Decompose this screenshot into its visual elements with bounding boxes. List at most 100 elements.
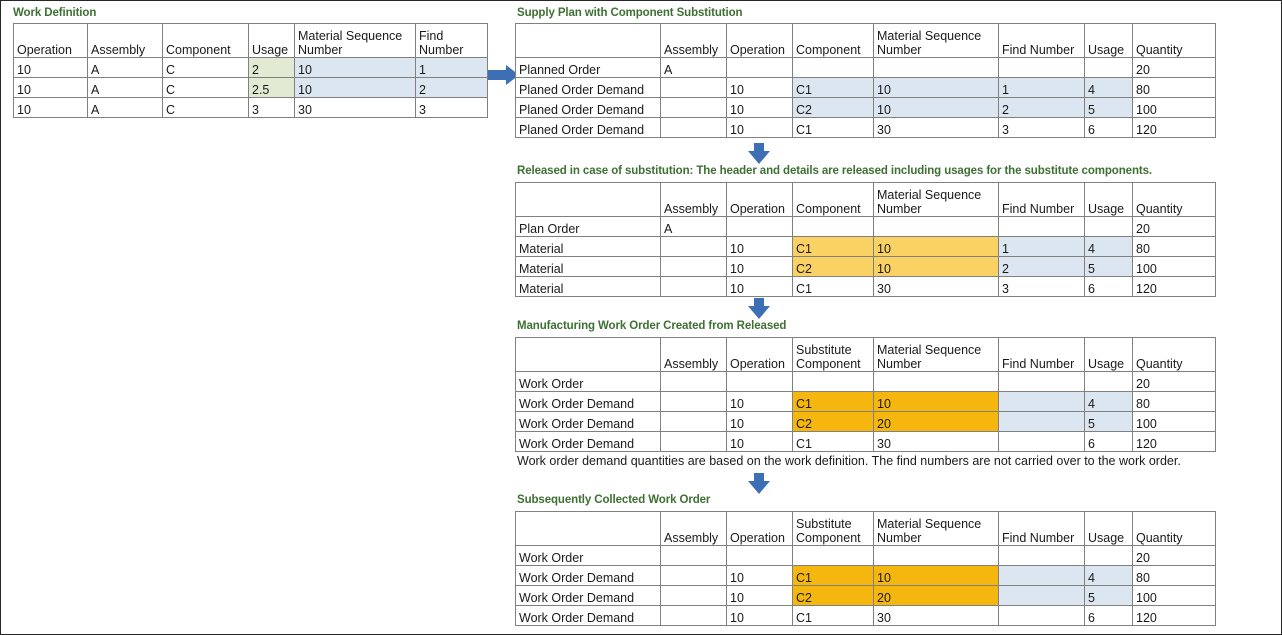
table-row: Work Order 20	[515, 371, 1216, 392]
table-header-row: Operation Assembly Component Usage Mater…	[13, 23, 488, 58]
supply-plan-table: Assembly Operation Component Material Se…	[515, 23, 1216, 138]
cell-material-seq: 30	[873, 276, 999, 297]
cell-usage: 6	[1084, 431, 1133, 452]
cell-substitute-component: C1	[792, 565, 874, 586]
cell-material-seq	[873, 545, 999, 566]
cell-material-seq: 30	[294, 97, 416, 118]
cell-quantity: 20	[1132, 57, 1216, 78]
cell-assembly	[660, 236, 727, 257]
col-substitute-component: Substitute Component	[792, 511, 874, 546]
cell-assembly	[660, 371, 727, 392]
cell-operation: 10	[13, 57, 88, 78]
cell-material-seq: 20	[873, 585, 999, 606]
col-assembly: Assembly	[87, 23, 163, 58]
cell-find-number: 3	[998, 276, 1085, 297]
cell-material-seq	[873, 216, 999, 237]
cell-component	[792, 216, 874, 237]
col-quantity: Quantity	[1132, 182, 1216, 217]
cell-operation: 10	[726, 605, 793, 626]
cell-substitute-component: C1	[792, 431, 874, 452]
cell-quantity: 120	[1132, 117, 1216, 138]
cell-usage: 5	[1084, 585, 1133, 606]
cell-operation	[726, 216, 793, 237]
cell-find-number: 1	[998, 77, 1085, 98]
cell-usage: 6	[1084, 605, 1133, 626]
table-row: 10 A C 2 10 1	[13, 57, 488, 78]
cell-operation: 10	[726, 97, 793, 118]
cell-record-type: Work Order	[515, 545, 661, 566]
cell-material-seq: 10	[873, 97, 999, 118]
cell-find-number	[998, 585, 1085, 606]
cell-usage: 4	[1084, 77, 1133, 98]
cell-material-seq: 10	[873, 565, 999, 586]
col-record-type	[515, 337, 661, 372]
cell-material-seq	[873, 57, 999, 78]
cell-find-number: 2	[998, 97, 1085, 118]
cell-quantity: 100	[1132, 256, 1216, 277]
cell-quantity: 100	[1132, 411, 1216, 432]
cell-record-type: Material	[515, 276, 661, 297]
cell-find-number	[998, 391, 1085, 412]
cell-record-type: Material	[515, 256, 661, 277]
table-row: Material 10 C1 10 1 4 80	[515, 236, 1216, 257]
cell-material-seq: 30	[873, 117, 999, 138]
col-operation: Operation	[726, 337, 793, 372]
cell-record-type: Planed Order Demand	[515, 117, 661, 138]
cell-record-type: Work Order Demand	[515, 411, 661, 432]
cell-assembly: A	[87, 77, 163, 98]
collected-work-order-title: Subsequently Collected Work Order	[517, 494, 711, 506]
table-row: 10 A C 3 30 3	[13, 97, 488, 118]
cell-substitute-component	[792, 371, 874, 392]
col-material-seq: Material Sequence Number	[294, 23, 416, 58]
cell-assembly	[660, 585, 727, 606]
table-row: Planed Order Demand 10 C1 30 3 6 120	[515, 117, 1216, 138]
col-quantity: Quantity	[1132, 511, 1216, 546]
table-header-row: Assembly Operation Substitute Component …	[515, 337, 1216, 372]
cell-assembly: A	[660, 57, 727, 78]
cell-find-number	[998, 605, 1085, 626]
cell-quantity: 80	[1132, 391, 1216, 412]
col-component: Component	[162, 23, 249, 58]
cell-quantity: 20	[1132, 371, 1216, 392]
cell-component	[792, 57, 874, 78]
work-order-title: Manufacturing Work Order Created from Re…	[517, 320, 787, 332]
table-row: Work Order 20	[515, 545, 1216, 566]
col-assembly: Assembly	[660, 182, 727, 217]
cell-substitute-component: C1	[792, 605, 874, 626]
cell-assembly	[660, 411, 727, 432]
cell-material-seq: 10	[873, 236, 999, 257]
col-record-type	[515, 23, 661, 58]
col-quantity: Quantity	[1132, 337, 1216, 372]
col-find-number: Find Number	[998, 23, 1085, 58]
cell-quantity: 80	[1132, 565, 1216, 586]
table-row: Plan Order A 20	[515, 216, 1216, 237]
cell-usage: 5	[1084, 256, 1133, 277]
cell-record-type: Planed Order Demand	[515, 77, 661, 98]
cell-operation: 10	[726, 256, 793, 277]
table-row: Work Order Demand 10 C2 20 5 100	[515, 411, 1216, 432]
cell-operation: 10	[726, 77, 793, 98]
cell-record-type: Work Order Demand	[515, 431, 661, 452]
table-row: Work Order Demand 10 C2 20 5 100	[515, 585, 1216, 606]
cell-operation: 10	[726, 236, 793, 257]
cell-assembly	[660, 391, 727, 412]
cell-quantity: 100	[1132, 97, 1216, 118]
work-order-table: Assembly Operation Substitute Component …	[515, 337, 1216, 452]
cell-usage: 3	[248, 97, 295, 118]
cell-usage: 4	[1084, 391, 1133, 412]
cell-record-type: Planed Order Demand	[515, 97, 661, 118]
table-header-row: Assembly Operation Component Material Se…	[515, 23, 1216, 58]
cell-usage: 6	[1084, 117, 1133, 138]
cell-assembly	[660, 605, 727, 626]
cell-quantity: 100	[1132, 585, 1216, 606]
cell-assembly	[660, 256, 727, 277]
col-usage: Usage	[1084, 182, 1133, 217]
cell-operation	[726, 371, 793, 392]
work-order-caption: Work order demand quantities are based o…	[517, 454, 1181, 468]
col-assembly: Assembly	[660, 23, 727, 58]
cell-component: C	[162, 57, 249, 78]
cell-component: C1	[792, 77, 874, 98]
cell-find-number: 2	[415, 77, 488, 98]
table-row: Planed Order Demand 10 C2 10 2 5 100	[515, 97, 1216, 118]
